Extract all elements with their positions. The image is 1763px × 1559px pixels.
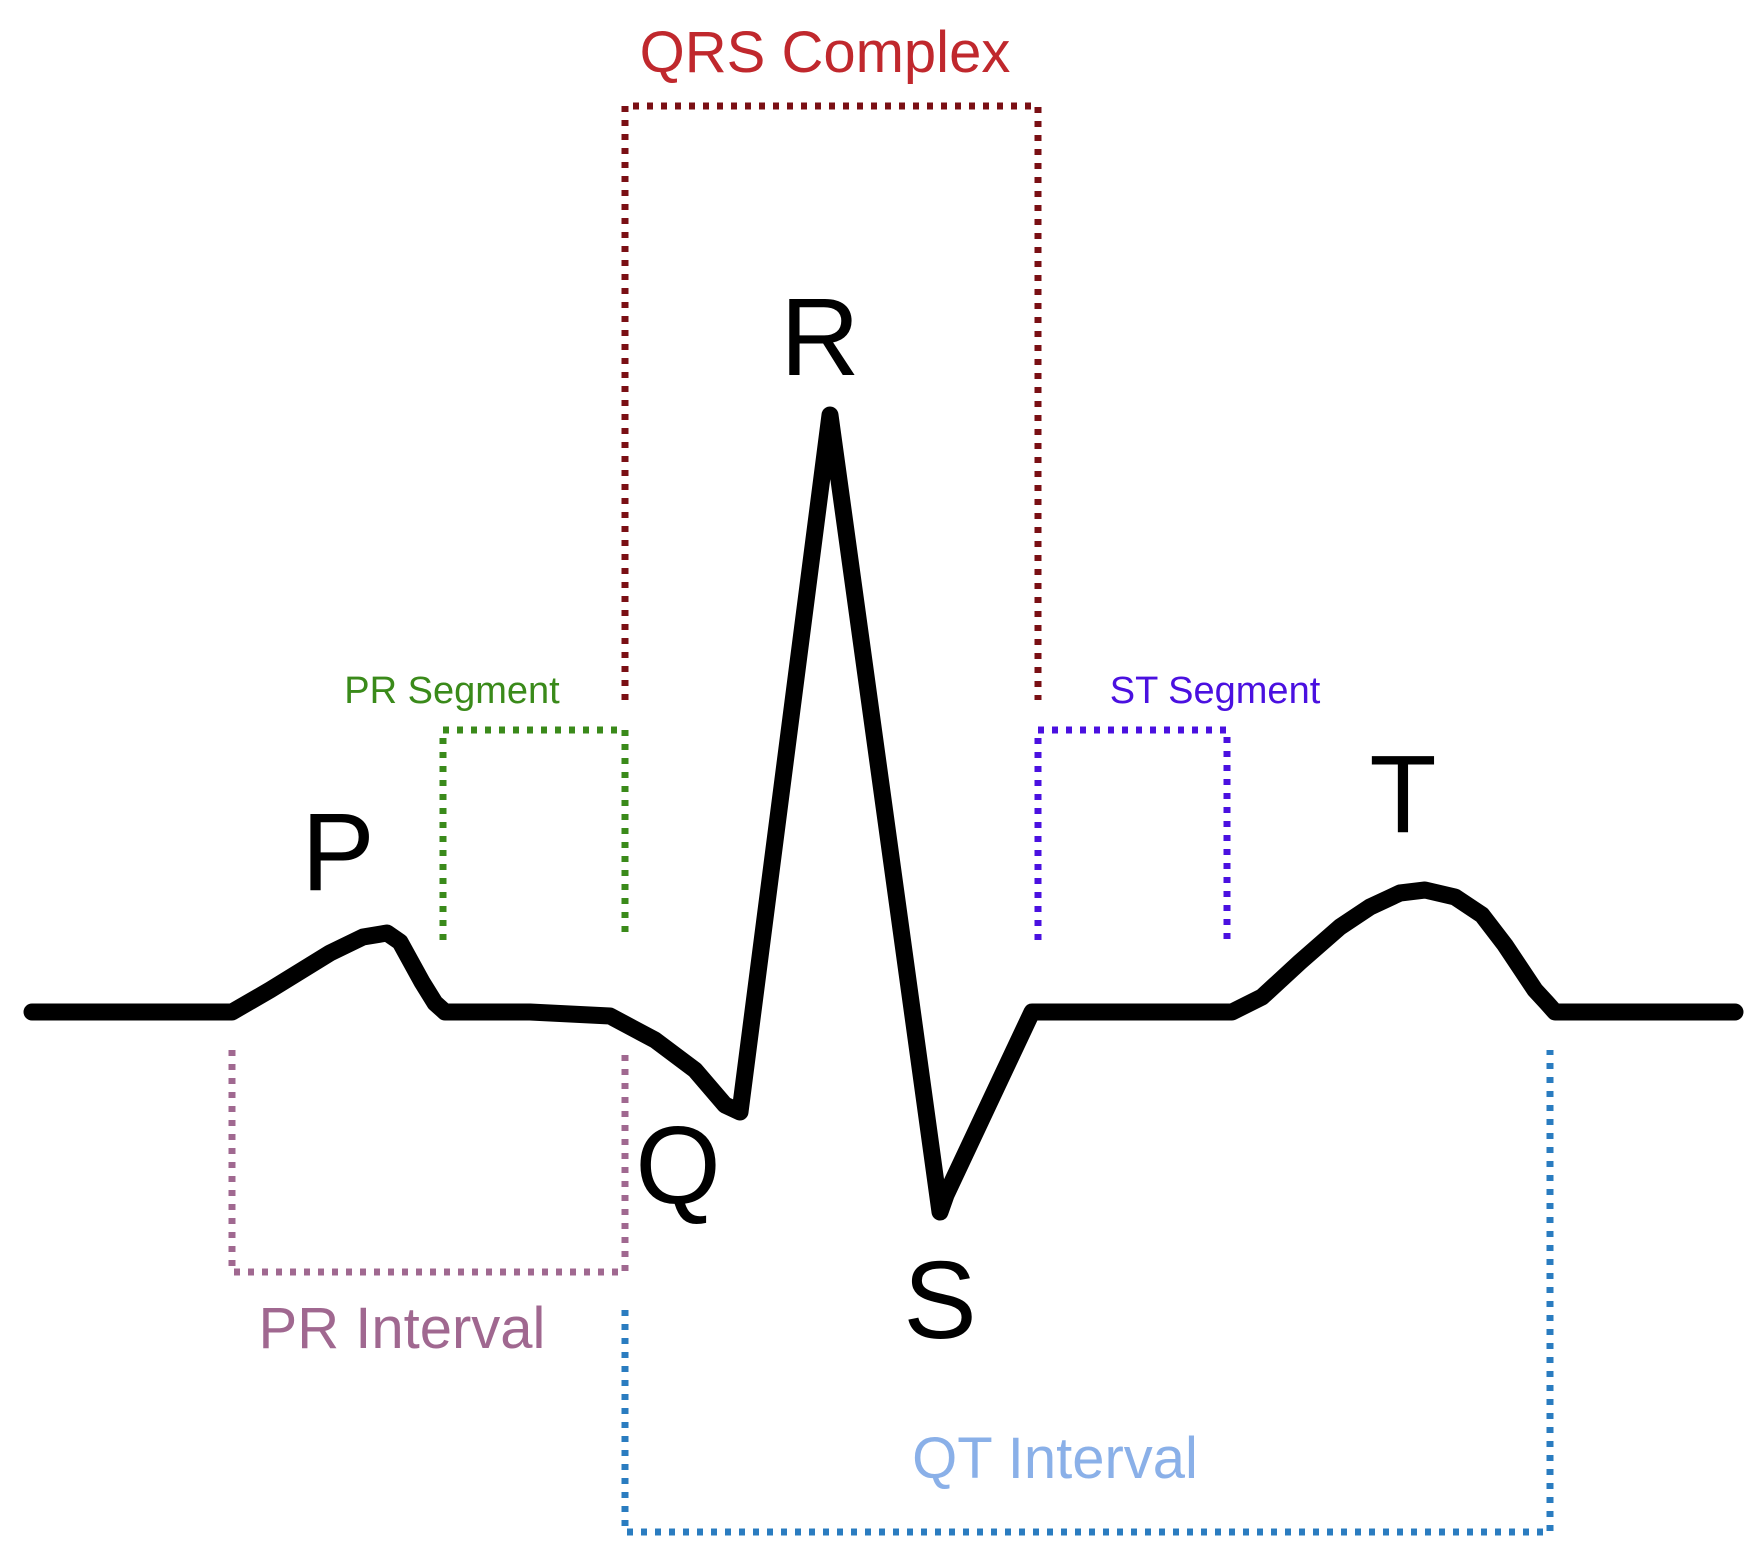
pr-segment-bracket — [439, 726, 629, 940]
qt-interval-bracket — [621, 1050, 1554, 1536]
qrs-complex-label: QRS Complex — [640, 20, 1011, 85]
st-segment-bracket — [1034, 726, 1231, 940]
p-wave-label: P — [301, 791, 374, 914]
pr-interval-label: PR Interval — [259, 1296, 546, 1361]
t-wave-label: T — [1369, 733, 1436, 856]
st-segment-label: ST Segment — [1110, 670, 1321, 712]
s-wave-label: S — [903, 1239, 976, 1362]
ecg-trace — [23, 406, 1744, 1221]
pr-interval-bracket — [228, 1050, 629, 1276]
q-wave-label: Q — [635, 1104, 721, 1227]
qt-interval-label: QT Interval — [912, 1426, 1198, 1491]
r-wave-label: R — [780, 276, 859, 399]
qrs-complex-bracket — [621, 102, 1042, 700]
pr-segment-label: PR Segment — [344, 670, 560, 712]
